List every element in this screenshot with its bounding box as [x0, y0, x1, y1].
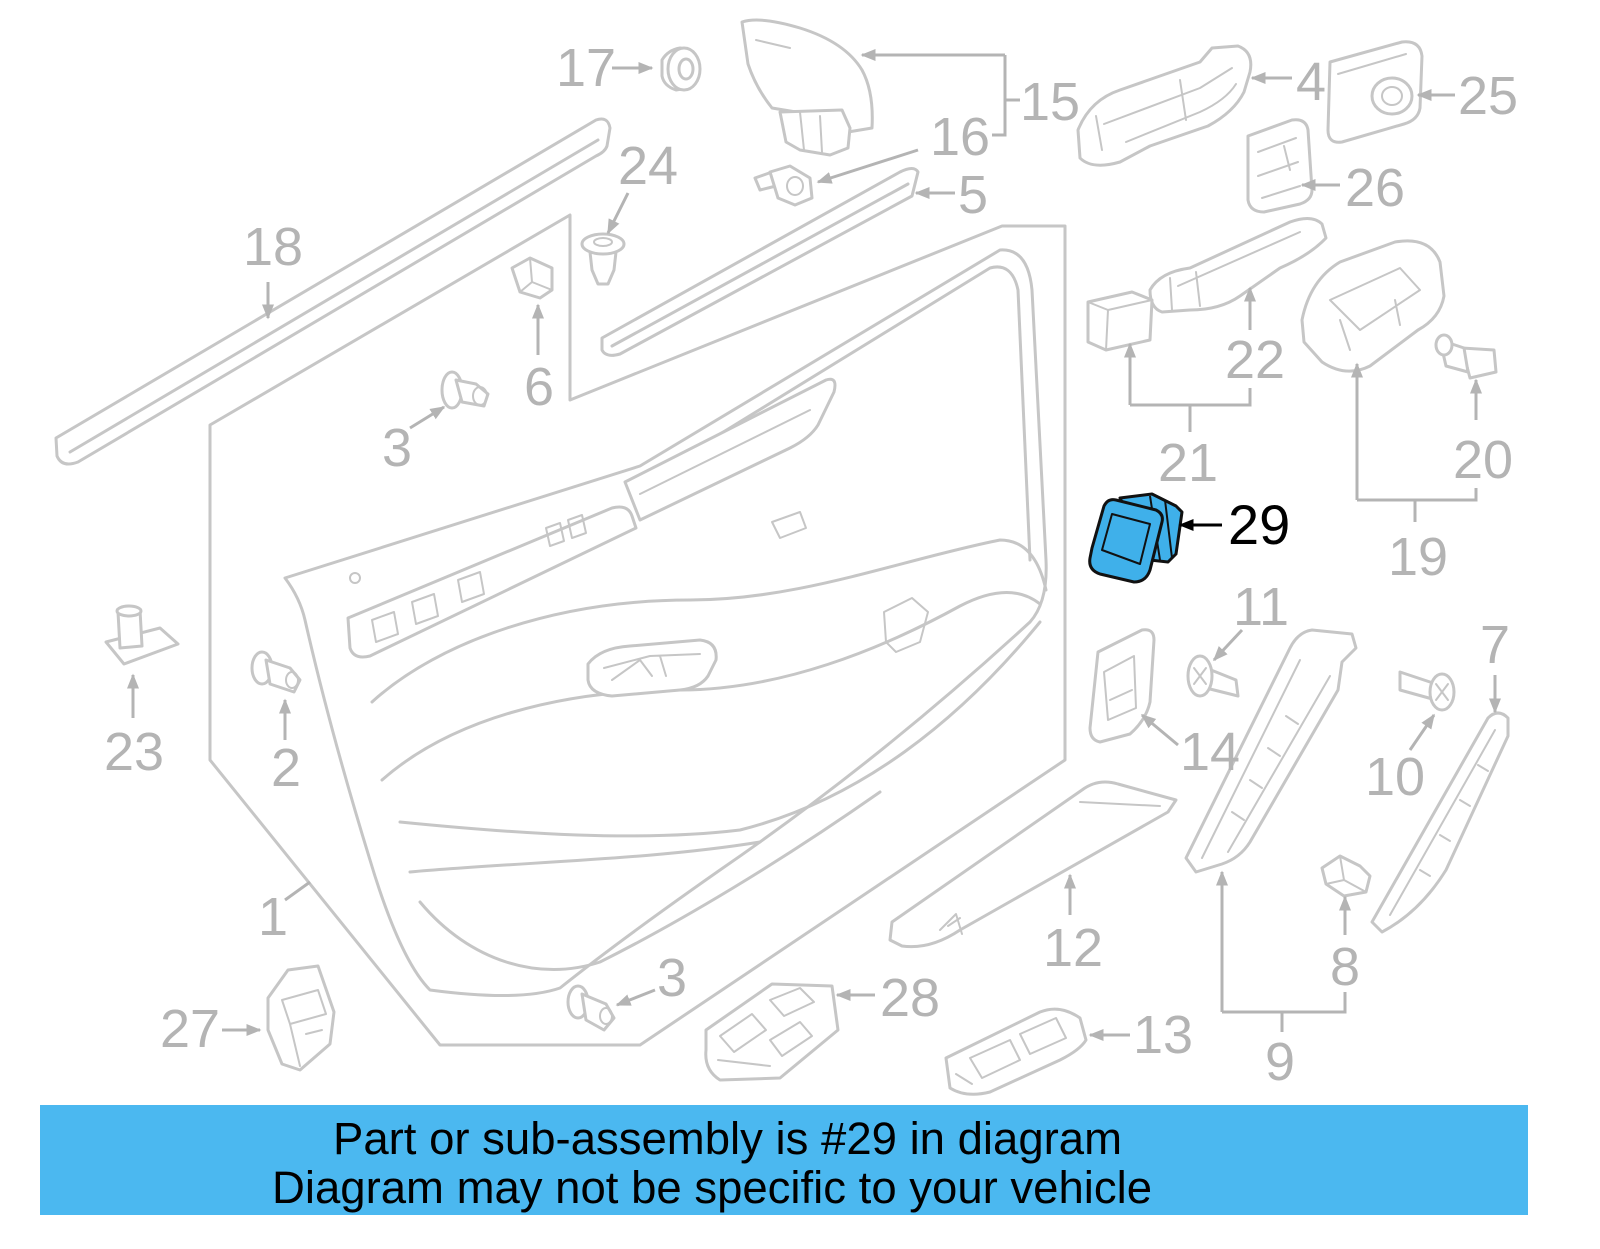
callout-14-arrow: [1140, 713, 1179, 747]
callout-13: 13: [1133, 1005, 1193, 1065]
armrest-top-line: [370, 538, 1048, 704]
part-18-molding: [54, 117, 612, 466]
switch-slot-2: [411, 593, 439, 625]
callout-16: 16: [930, 107, 990, 167]
part-20-screw: [1434, 333, 1498, 380]
callout-3-upper-arrow: [409, 405, 446, 430]
part-6-clip: [510, 256, 554, 300]
callout-15: 15: [1020, 72, 1080, 132]
callout-21-bracket: [1130, 388, 1252, 407]
armrest-mid-line: [380, 591, 1042, 782]
switch-slot-3: [457, 571, 485, 603]
callout-leaders: [127, 49, 1501, 1041]
callout-16-arrow: [816, 148, 919, 184]
part-2-clip: [250, 650, 302, 694]
callout-25: 25: [1458, 66, 1518, 126]
part-4-inside-handle: [1076, 44, 1253, 167]
callout-8: 8: [1330, 937, 1360, 997]
callout-2: 2: [271, 738, 301, 798]
callout-14: 14: [1180, 722, 1240, 782]
callout-9: 9: [1265, 1032, 1295, 1092]
part-22-handle-rod: [1148, 217, 1328, 314]
part-23-stud: [104, 604, 180, 666]
part-3-clip-lower: [566, 984, 616, 1032]
switch-bezel: [346, 505, 638, 659]
part-28-window-switch: [704, 982, 840, 1082]
pull-cup-handle: [603, 653, 701, 681]
door-handle-recess: [771, 511, 807, 539]
part-25-switch: [1326, 40, 1424, 144]
switch-slot-5: [567, 514, 587, 539]
part-26-switch: [1246, 118, 1314, 214]
part-19-lock-bezel: [1300, 239, 1446, 373]
trim-pull-strip-inner: [639, 409, 811, 495]
banner-disclaimer-line: Diagram may not be specific to your vehi…: [272, 1162, 1152, 1213]
switch-slot-4: [545, 522, 565, 547]
part-13-switch-bezel: [944, 1007, 1088, 1096]
part-29-switch-highlighted: [1088, 492, 1184, 584]
part-14-bezel: [1088, 628, 1156, 744]
part-17-clip: [660, 46, 702, 92]
part-24-push-clip: [580, 232, 626, 286]
callout-10: 10: [1365, 747, 1425, 807]
callout-24: 24: [618, 136, 678, 196]
callout-3-upper: 3: [382, 418, 412, 478]
switch-slot-1: [371, 611, 399, 643]
callout-29-highlighted: 29: [1228, 493, 1290, 556]
callout-6: 6: [524, 357, 554, 417]
part-27-switch: [266, 964, 336, 1072]
callout-18: 18: [243, 217, 303, 277]
callout-9-bracket: [1222, 992, 1347, 1014]
callout-26: 26: [1345, 158, 1405, 218]
callout-7: 7: [1480, 615, 1510, 675]
callout-3-lower: 3: [657, 948, 687, 1008]
callout-11-arrow: [1212, 628, 1244, 662]
callout-20: 20: [1453, 430, 1513, 490]
callout-1-leader: [284, 880, 311, 902]
lock-pin: [349, 572, 361, 584]
callout-10-arrow: [1408, 713, 1436, 751]
part-3-clip-upper: [440, 370, 490, 410]
part-5-belt-trim: [600, 167, 920, 357]
part-11-screw: [1186, 654, 1240, 698]
callout-17: 17: [556, 38, 616, 98]
part-12-trim-strip: [888, 780, 1178, 949]
part-9-trim: [1184, 628, 1358, 874]
info-banner: Part or sub-assembly is #29 in diagram D…: [40, 1105, 1528, 1215]
callout-5: 5: [958, 165, 988, 225]
part-1-door-trim-panel: [208, 213, 1067, 1047]
part-21-cable-end: [1086, 290, 1154, 352]
callout-4: 4: [1296, 52, 1326, 112]
trim-panel-outline: [283, 248, 1048, 997]
part-10-screw: [1398, 670, 1456, 712]
callout-27: 27: [160, 999, 220, 1059]
pocket-line: [418, 790, 882, 971]
part-8-clip: [1320, 854, 1372, 898]
part-7-trim: [1370, 711, 1510, 934]
callout-19-bracket: [1357, 488, 1478, 502]
callout-21: 21: [1158, 433, 1218, 493]
callout-15-bracket: [992, 55, 1007, 137]
info-banner-background: [40, 1105, 1528, 1215]
part-15-trim-cover: [740, 18, 874, 157]
callout-28: 28: [880, 968, 940, 1028]
callout-24-arrow: [606, 192, 630, 235]
callout-1: 1: [258, 887, 288, 947]
callout-19: 19: [1388, 527, 1448, 587]
callout-3-lower-arrow: [615, 988, 656, 1007]
callout-22: 22: [1225, 330, 1285, 390]
banner-part-line: Part or sub-assembly is #29 in diagram: [333, 1113, 1122, 1164]
callout-labels: 17 15 16 4 25 26 5 24 18 6 3 22 21 20 19…: [104, 38, 1518, 1092]
trim-beltline: [640, 265, 1032, 562]
callout-23: 23: [104, 722, 164, 782]
pocket-top-line: [408, 840, 762, 874]
callout-11: 11: [1233, 577, 1289, 637]
armrest-bottom-line: [398, 620, 1042, 838]
callout-12: 12: [1043, 918, 1103, 978]
armrest-end-piece: [883, 597, 929, 653]
part-16-clip: [753, 164, 814, 207]
